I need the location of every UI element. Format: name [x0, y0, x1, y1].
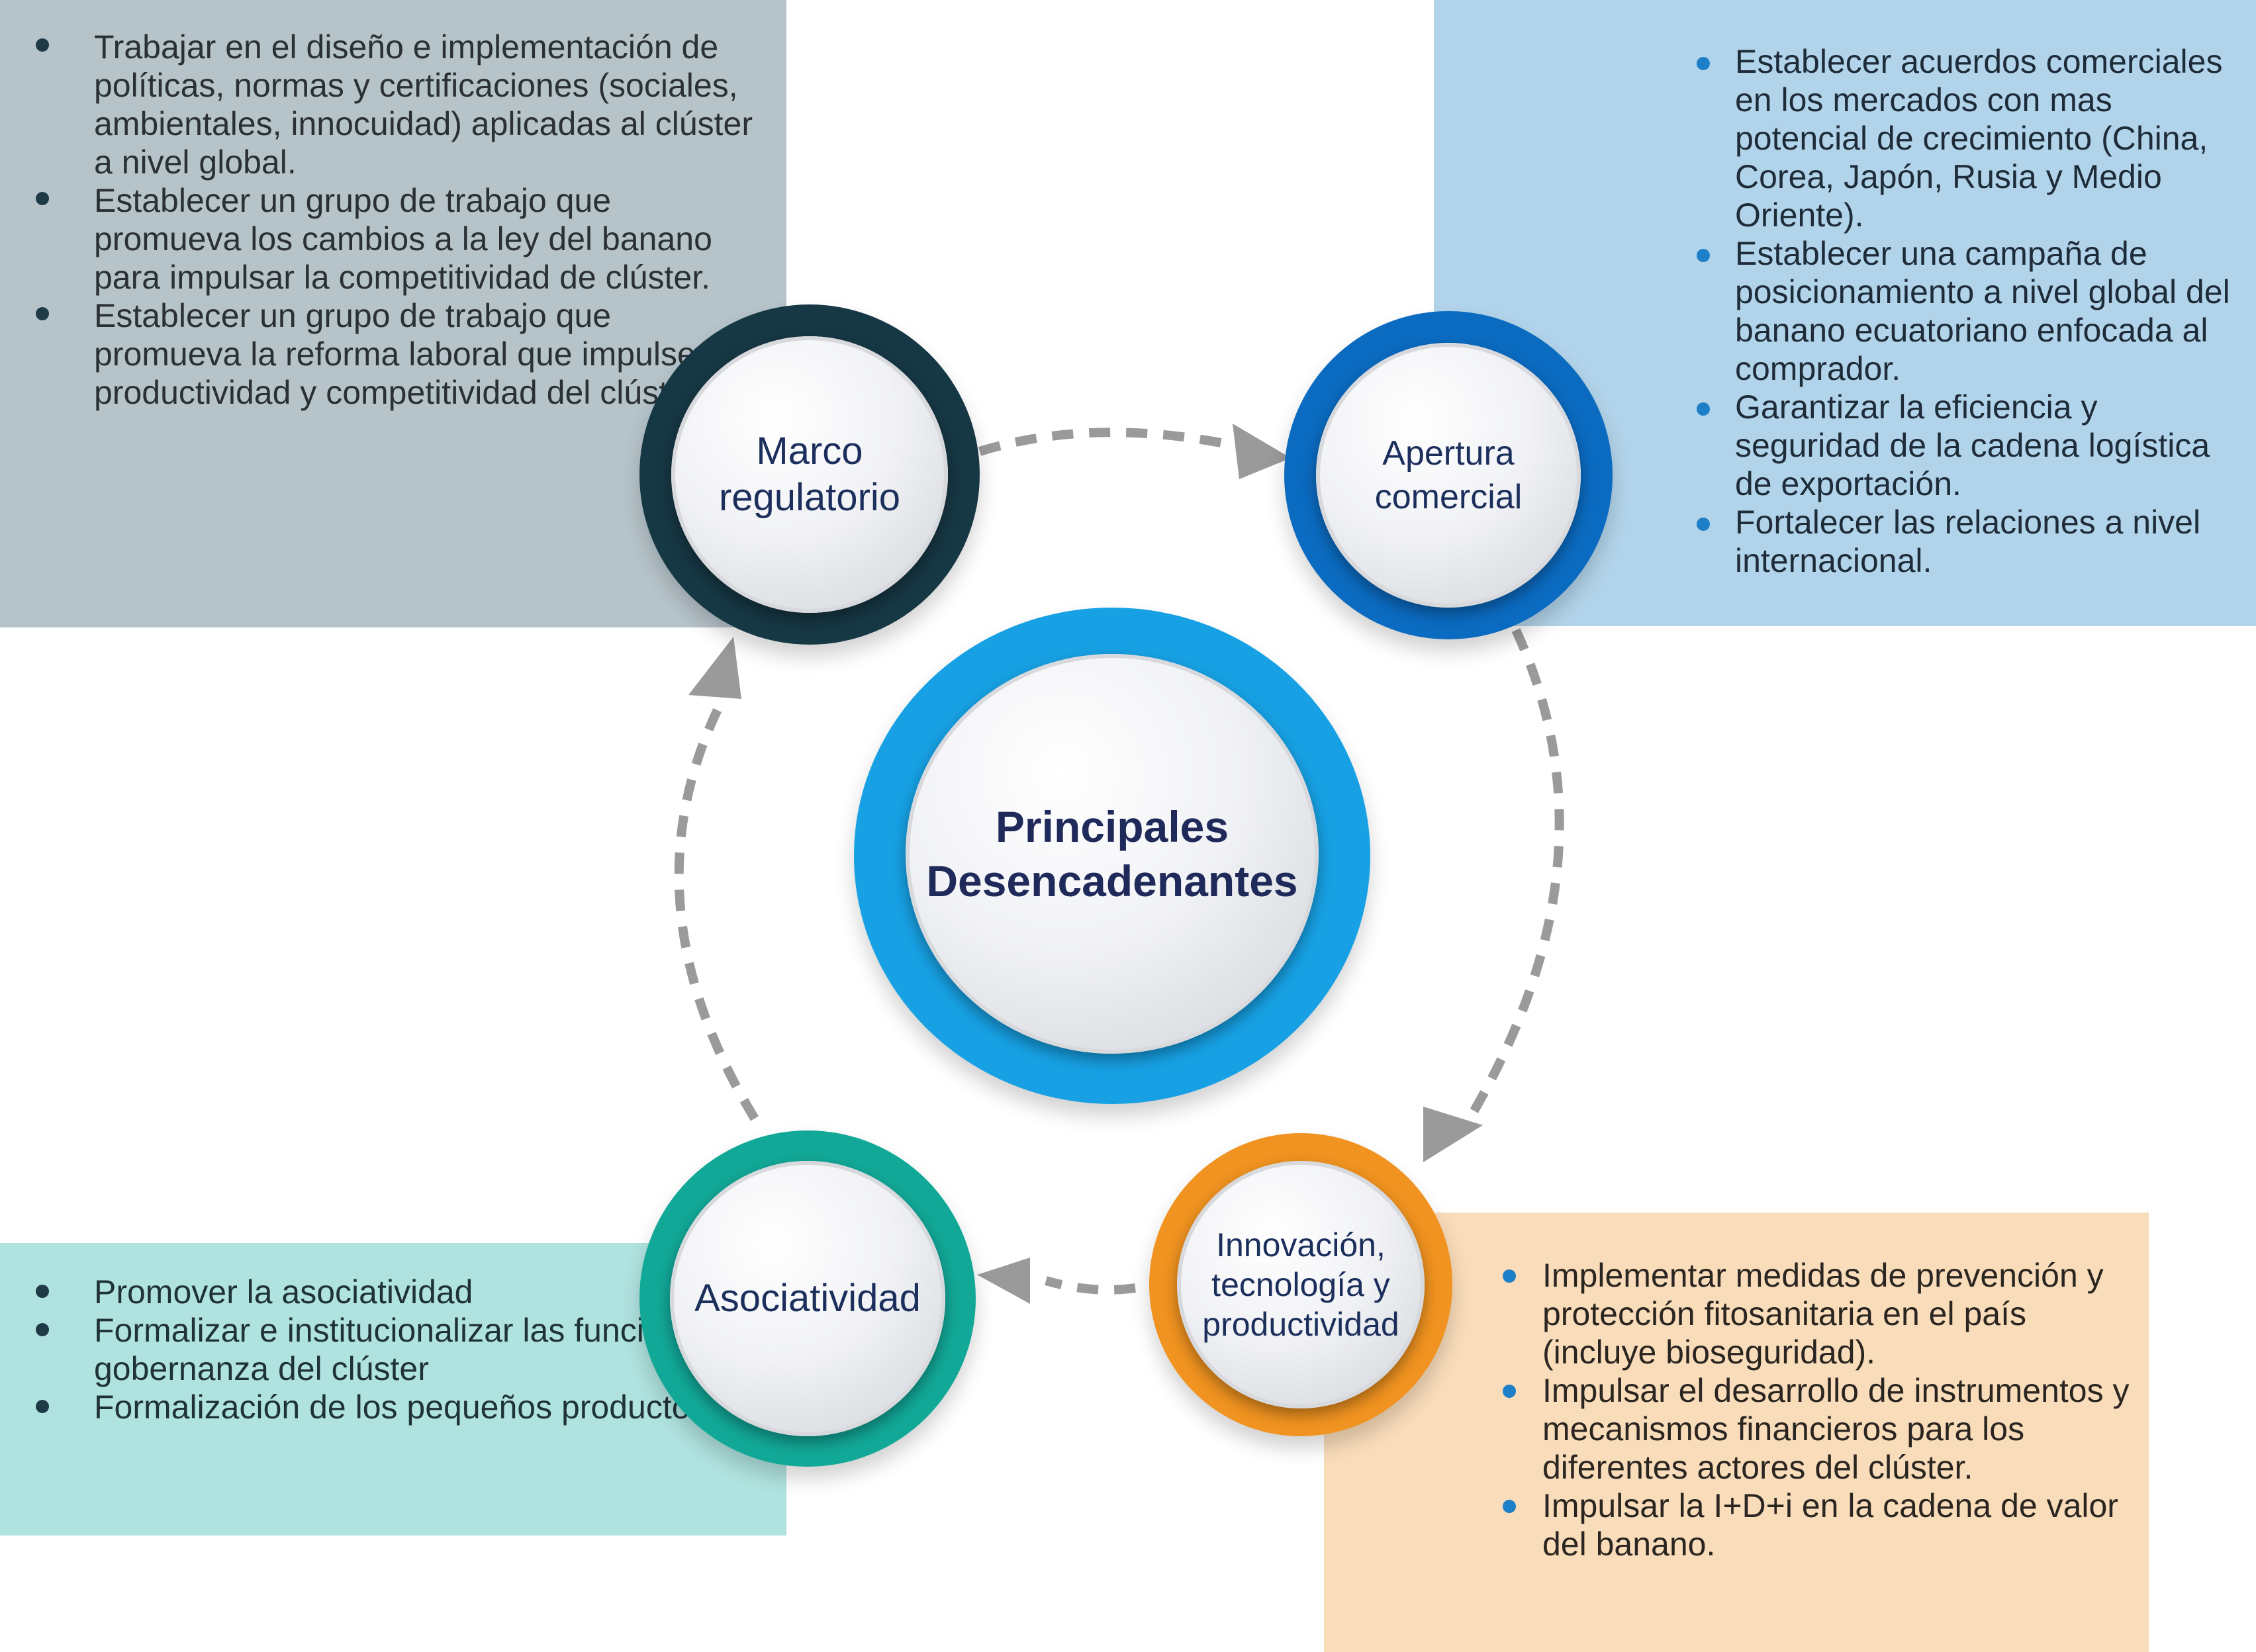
arrow-asociatividad-to-marco — [674, 699, 759, 1121]
arrowhead-apertura — [1233, 424, 1291, 479]
node-label-line: Apertura — [1382, 434, 1515, 473]
asociatividad-list: Promover la asociatividad Formalizar e i… — [36, 1273, 763, 1426]
list-item: Garantizar la eficiencia y seguridad de … — [1697, 388, 2251, 503]
list-item: Establecer acuerdos comerciales en los m… — [1697, 42, 2251, 234]
list-item: Establecer una campaña de posicionamient… — [1697, 234, 2251, 388]
asociatividad-node: Asociatividad — [639, 1130, 976, 1467]
innovacion-list: Implementar medidas de prevención y prot… — [1503, 1256, 2138, 1563]
node-label-line: regulatorio — [718, 476, 901, 519]
innovacion-panel: Implementar medidas de prevención y prot… — [1324, 1213, 2149, 1652]
node-label-line: tecnología y — [1211, 1266, 1390, 1303]
list-item: Establecer un grupo de trabajo que promu… — [36, 181, 756, 297]
node-label-line: Marco — [756, 430, 863, 473]
arrow-marco-to-apertura — [978, 428, 1233, 456]
list-item: Impulsar la I+D+i en la cadena de valor … — [1503, 1487, 2138, 1563]
marco-regulatorio-node: Marco regulatorio — [639, 304, 980, 645]
asociatividad-label: Asociatividad — [670, 1161, 945, 1436]
marco-regulatorio-panel: Trabajar en el diseño e implementación d… — [0, 0, 786, 627]
center-label-line: Principales — [995, 802, 1229, 851]
innovacion-label: Innovación, tecnología y productividad — [1177, 1161, 1425, 1408]
marco-regulatorio-label: Marco regulatorio — [671, 336, 948, 613]
list-item: Impulsar el desarrollo de instrumentos y… — [1503, 1371, 2138, 1487]
node-label-line: Innovación, — [1216, 1226, 1386, 1263]
list-item: Formalizar e institucionalizar las funci… — [36, 1311, 763, 1388]
arrowhead-asociatividad — [977, 1258, 1030, 1304]
apertura-comercial-label: Apertura comercial — [1316, 343, 1581, 608]
list-item: Establecer un grupo de trabajo que promu… — [36, 297, 756, 412]
apertura-comercial-list: Establecer acuerdos comerciales en los m… — [1697, 42, 2251, 580]
arrow-apertura-to-innovacion — [1465, 628, 1564, 1121]
list-item: Formalización de los pequeños productore… — [36, 1388, 763, 1426]
center-label: Principales Desencadenantes — [906, 654, 1319, 1054]
list-item: Trabajar en el diseño e implementación d… — [36, 28, 756, 181]
center-label-line: Desencadenantes — [926, 856, 1298, 905]
marco-regulatorio-list: Trabajar en el diseño e implementación d… — [36, 28, 756, 412]
node-label-line: productividad — [1202, 1306, 1399, 1343]
arrowhead-innovacion — [1423, 1107, 1483, 1162]
principales-desencadenantes-node: Principales Desencadenantes — [854, 608, 1370, 1104]
innovacion-node: Innovación, tecnología y productividad — [1149, 1133, 1452, 1436]
list-item: Promover la asociatividad — [36, 1273, 763, 1311]
arrow-innovacion-to-asociatividad — [1045, 1276, 1136, 1295]
node-label-line: Asociatividad — [694, 1277, 921, 1320]
node-label-line: comercial — [1374, 478, 1523, 516]
list-item: Implementar medidas de prevención y prot… — [1503, 1256, 2138, 1371]
apertura-comercial-node: Apertura comercial — [1284, 311, 1613, 639]
arrowhead-marco — [688, 637, 741, 699]
list-item: Fortalecer las relaciones a nivel intern… — [1697, 503, 2251, 580]
